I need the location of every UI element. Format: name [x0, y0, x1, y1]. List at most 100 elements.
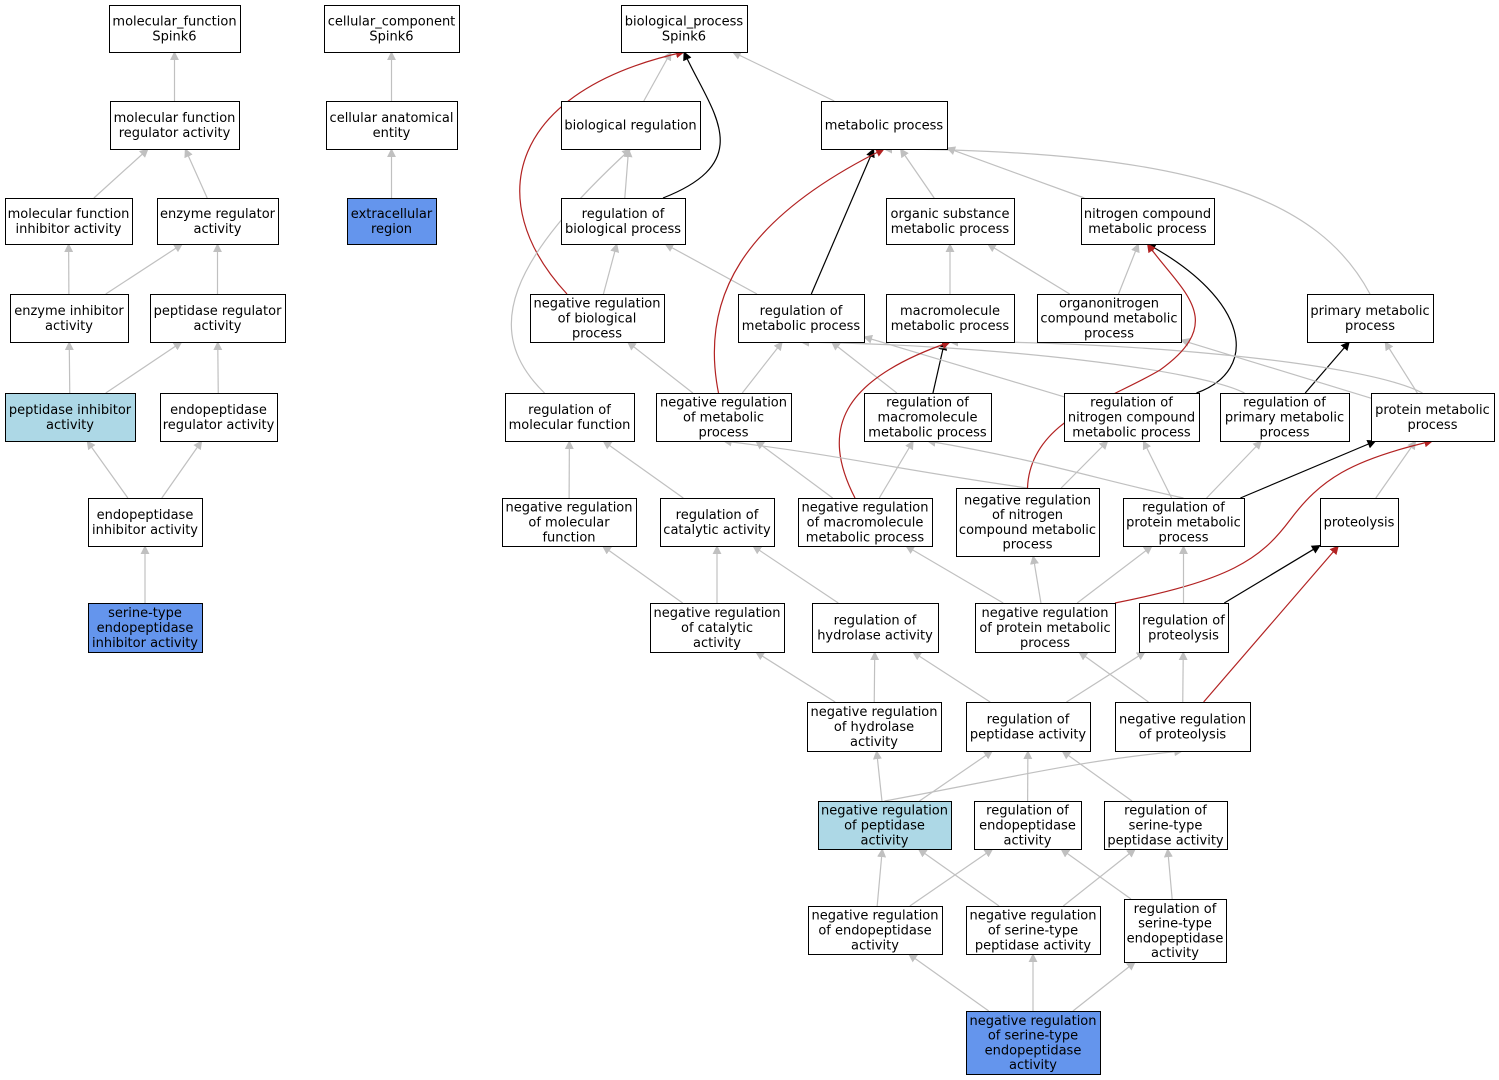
edge-is-a [510, 148, 632, 394]
go-term-label-line: cellular_component [328, 15, 456, 30]
go-term-box [956, 488, 1100, 557]
edge-is-a [863, 334, 1065, 398]
go-term-label-line: of catalytic [681, 621, 753, 636]
go-term-label-line: inhibitor activity [15, 222, 121, 237]
go-term-label-line: nitrogen compound [1068, 411, 1195, 426]
go-term-label-line: activity [1151, 946, 1199, 961]
go-term-label-line: metabolic process [891, 319, 1010, 334]
go-term-label-line: negative regulation [981, 606, 1108, 621]
go-term-label-line: process [572, 326, 622, 341]
edge-is-a [912, 651, 991, 703]
edge-is-a [1178, 651, 1188, 703]
go-term-box [347, 198, 437, 245]
go-term-node[interactable]: proteolysis [1320, 498, 1399, 547]
go-term-label-line: negative regulation [964, 493, 1091, 508]
go-term-label-line: serine-type [108, 606, 182, 621]
edge-is-a [741, 341, 783, 394]
go-term-label-line: of metabolic [683, 411, 764, 426]
edge-regulates [932, 341, 948, 394]
go-term-label-line: molecular function [114, 111, 236, 126]
go-term-box [650, 603, 785, 653]
go-term-label-line: regulation of [760, 304, 843, 319]
edge-is-a [93, 148, 149, 199]
edge-is-a [1072, 961, 1136, 1012]
go-term-box [157, 198, 279, 245]
edge-negatively-regulates [838, 340, 951, 499]
edge-negatively-regulates [1114, 438, 1434, 604]
go-term-node[interactable]: metabolic process [821, 101, 948, 150]
edge-is-a [602, 243, 620, 295]
go-term-box [561, 101, 701, 150]
go-term-label-line: endopeptidase [979, 819, 1076, 834]
go-term-label-line: entity [373, 126, 411, 141]
edge-is-a [872, 750, 883, 802]
go-term-node[interactable]: biological regulation [561, 101, 701, 150]
go-term-label-line: endopeptidase [97, 621, 194, 636]
edge-regulates [1146, 243, 1237, 394]
go-term-box [886, 198, 1015, 245]
go-term-box [818, 801, 952, 850]
go-term-box [966, 702, 1091, 752]
go-term-node[interactable]: regulation ofserine-typeendopeptidaseact… [1124, 899, 1227, 963]
go-term-label-line: metabolic process [1088, 222, 1207, 237]
go-term-box [738, 294, 865, 343]
edge-negatively-regulates [713, 148, 885, 394]
go-term-label-line: proteolysis [1324, 516, 1395, 531]
go-term-label-line: regulator activity [163, 418, 275, 433]
go-term-box [324, 5, 460, 53]
go-term-label-line: negative regulation [969, 909, 1096, 924]
go-term-label-line: of proteolysis [1139, 727, 1227, 742]
edges-layer [64, 49, 1434, 1012]
go-term-label-line: of protein metabolic [979, 621, 1110, 636]
edge-is-a [878, 440, 914, 499]
go-term-label-line: negative regulation [810, 705, 937, 720]
